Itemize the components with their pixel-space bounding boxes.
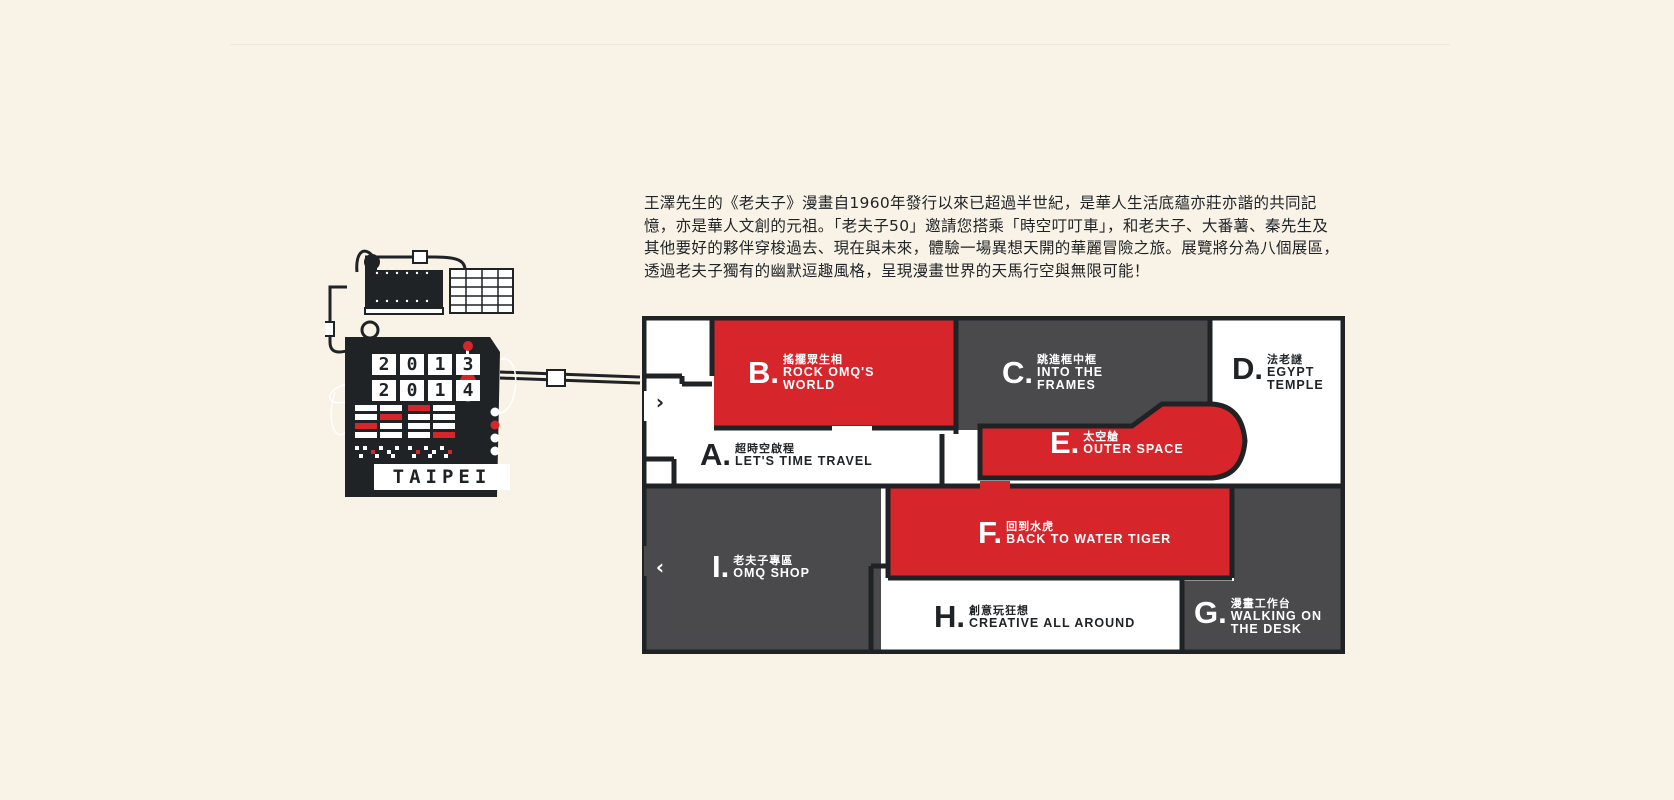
zone-letter: E.: [1050, 425, 1080, 460]
year-digit: 0: [400, 380, 424, 401]
zone-a[interactable]: A. 超時空啟程 LET'S TIME TRAVEL: [700, 437, 873, 472]
zone-name-cn: 跳進框中框: [1037, 353, 1097, 366]
zone-letter: H.: [934, 599, 965, 634]
zone-name-en: EGYPT TEMPLE: [1267, 365, 1324, 392]
intro-paragraph: 王澤先生的《老夫子》漫畫自1960年發行以來已超過半世紀，是華人生活底蘊亦莊亦諧…: [644, 194, 1340, 280]
year-digit: 2: [372, 354, 396, 375]
year-digit: 4: [456, 380, 480, 401]
zone-g[interactable]: G. 漫畫工作台 WALKING ON THE DESK: [1194, 595, 1343, 636]
zone-name-cn: 創意玩狂想: [969, 603, 1029, 617]
prev-arrow-icon[interactable]: ‹: [655, 555, 665, 579]
year-digit: 2: [372, 380, 396, 401]
zone-name-cn: 超時空啟程: [735, 441, 795, 455]
zone-name-en: INTO THE FRAMES: [1037, 365, 1104, 392]
zone-name-cn: 漫畫工作台: [1230, 597, 1291, 610]
zone-name-en: LET'S TIME TRAVEL: [735, 453, 873, 468]
zone-c[interactable]: C. 跳進框中框 INTO THE FRAMES: [1002, 354, 1157, 392]
zone-d[interactable]: D. 法老謎 EGYPT TEMPLE: [1232, 351, 1337, 392]
year-digit: 3: [456, 354, 480, 375]
zone-i[interactable]: I. 老夫子專區 OMQ SHOP: [712, 549, 810, 584]
year-display-2014: 2 0 1 4: [372, 380, 480, 401]
year-display-2013: 2 0 1 3: [372, 354, 480, 375]
zone-e[interactable]: E. 太空艙 OUTER SPACE: [1050, 425, 1184, 460]
zone-letter: D.: [1232, 351, 1263, 386]
zone-letter: B.: [748, 355, 779, 390]
zone-letter: I.: [712, 549, 730, 584]
exhibition-floor-plan: › ‹ B. 搖擺眾生相 ROCK OMQ'S WORLD C. 跳進框中框 I…: [642, 316, 1345, 654]
year-digit: 1: [428, 354, 452, 375]
zone-letter: A.: [700, 437, 731, 472]
city-plate: TAIPEI: [374, 464, 510, 490]
zone-letter: F.: [978, 515, 1003, 550]
zone-name-en: OMQ SHOP: [733, 565, 810, 580]
zone-name-cn: 搖擺眾生相: [783, 353, 843, 366]
year-digit: 1: [428, 380, 452, 401]
zone-b[interactable]: B. 搖擺眾生相 ROCK OMQ'S WORLD: [748, 354, 903, 392]
zone-f[interactable]: F. 回到水虎 BACK TO WATER TIGER: [978, 515, 1172, 550]
zone-name-cn: 老夫子專區: [733, 553, 794, 567]
zone-letter: G.: [1194, 595, 1227, 630]
zone-h[interactable]: H. 創意玩狂想 CREATIVE ALL AROUND: [934, 599, 1136, 634]
zone-name-en: CREATIVE ALL AROUND: [969, 615, 1136, 630]
year-digit: 0: [400, 354, 424, 375]
zone-name-en: BACK TO WATER TIGER: [1006, 531, 1172, 546]
zone-name-en: ROCK OMQ'S WORLD: [783, 365, 875, 392]
zone-name-cn: 太空艙: [1083, 429, 1120, 443]
zone-name-en: OUTER SPACE: [1083, 441, 1184, 456]
zone-name-en: WALKING ON THE DESK: [1230, 609, 1322, 636]
time-machine-illustration: [325, 242, 655, 527]
top-divider: [230, 44, 1450, 45]
next-arrow-icon[interactable]: ›: [655, 390, 665, 414]
zone-name-cn: 回到水虎: [1006, 519, 1055, 533]
zone-letter: C.: [1002, 355, 1033, 390]
zone-name-cn: 法老謎: [1267, 353, 1303, 366]
